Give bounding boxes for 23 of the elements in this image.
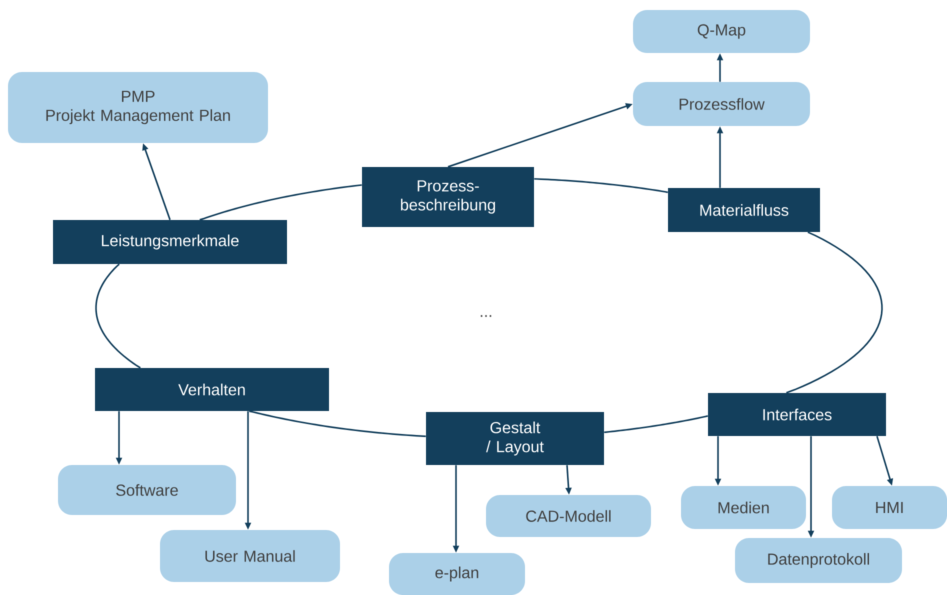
rounded-box: Medien bbox=[681, 486, 806, 529]
rounded-box: HMI bbox=[832, 486, 947, 529]
label-box: Prozess- beschreibung bbox=[362, 167, 534, 227]
label-box: Gestalt / Layout bbox=[426, 412, 604, 465]
cycle-line bbox=[249, 410, 426, 438]
label-box: Materialfluss bbox=[668, 188, 820, 232]
cycle-line bbox=[95, 264, 141, 368]
cycle-line bbox=[786, 231, 883, 394]
cycle-line bbox=[604, 415, 708, 434]
label-box: Leistungsmerkmale bbox=[53, 220, 287, 264]
cycle-line bbox=[534, 178, 668, 194]
label-box: Interfaces bbox=[708, 393, 886, 436]
rounded-box: Datenprotokoll bbox=[735, 538, 902, 583]
rounded-box: PMP Projekt Management Plan bbox=[8, 72, 268, 143]
cycle-line bbox=[200, 184, 362, 221]
ellipsis-text: ... bbox=[480, 315, 492, 317]
rounded-box: User Manual bbox=[160, 530, 340, 582]
rounded-box: e-plan bbox=[389, 553, 525, 595]
rounded-box: Prozessflow bbox=[633, 82, 810, 126]
rounded-box: Software bbox=[58, 465, 236, 515]
rounded-box: Q-Map bbox=[633, 10, 810, 53]
label-box: Verhalten bbox=[95, 368, 329, 411]
rounded-box: CAD-Modell bbox=[486, 495, 651, 537]
